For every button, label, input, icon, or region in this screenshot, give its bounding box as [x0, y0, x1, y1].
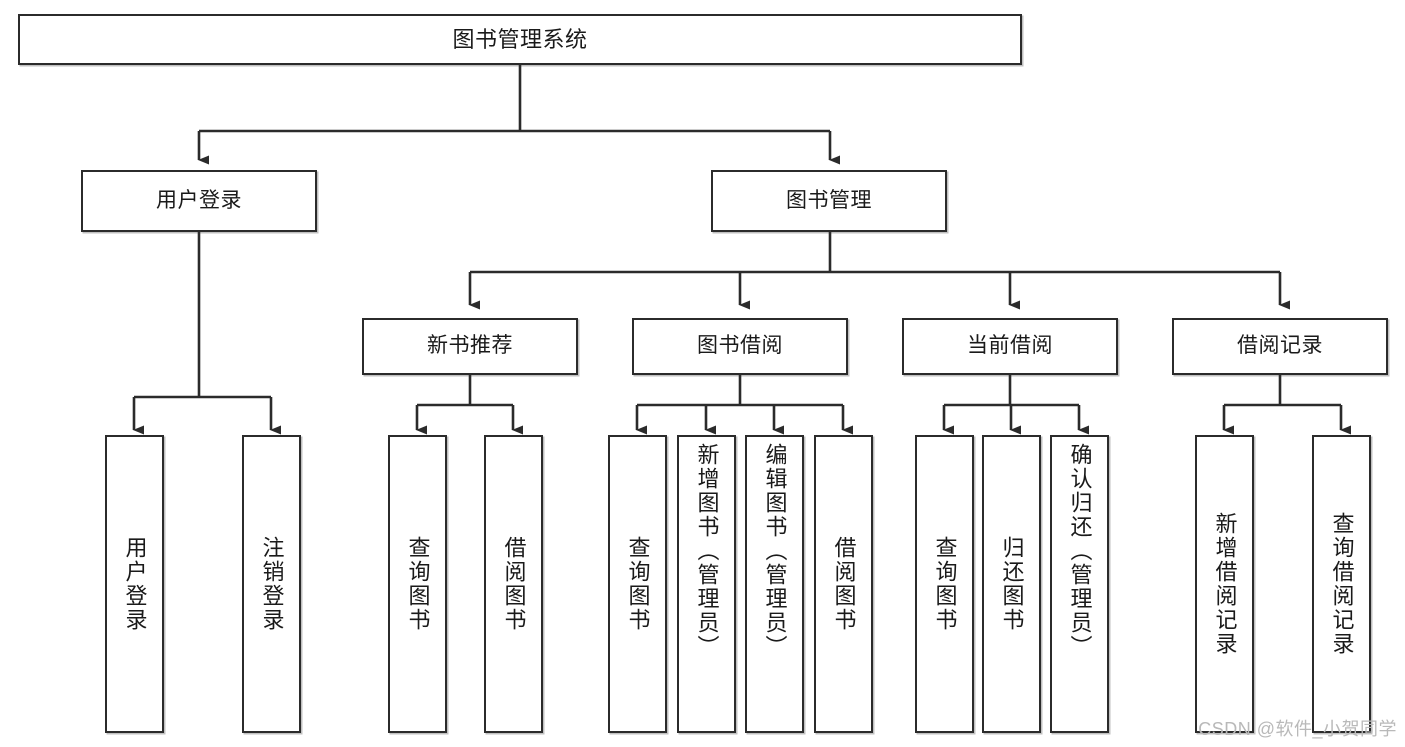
node-label: 图书借阅	[697, 334, 783, 358]
node-label: 查询借阅记录	[1329, 512, 1355, 656]
node-label: 新书推荐	[427, 334, 513, 358]
watermark: CSDN @软件_小贺同学	[1198, 719, 1397, 739]
leaf-query-books-current[interactable]: 查询图书	[915, 435, 974, 733]
node-label: 确认归还（管理员）	[1067, 443, 1093, 659]
leaf-add-book-admin[interactable]: 新增图书（管理员）	[677, 435, 736, 733]
leaf-return-books[interactable]: 归还图书	[982, 435, 1041, 733]
leaf-confirm-return-admin[interactable]: 确认归还（管理员）	[1050, 435, 1109, 733]
node-label: 图书管理系统	[452, 26, 588, 52]
node-borrow-records[interactable]: 借阅记录	[1172, 318, 1388, 375]
leaf-borrow-books[interactable]: 借阅图书	[814, 435, 873, 733]
node-label: 用户登录	[122, 536, 148, 632]
node-root-system[interactable]: 图书管理系统	[18, 14, 1022, 65]
node-label: 注销登录	[259, 536, 285, 632]
leaf-edit-book-admin[interactable]: 编辑图书（管理员）	[745, 435, 804, 733]
node-label: 图书管理	[786, 188, 872, 212]
leaf-query-borrow-record[interactable]: 查询借阅记录	[1312, 435, 1371, 733]
node-label: 借阅记录	[1237, 334, 1323, 358]
leaf-query-books-recommend[interactable]: 查询图书	[388, 435, 447, 733]
node-label: 查询图书	[625, 536, 651, 632]
leaf-user-login[interactable]: 用户登录	[105, 435, 164, 733]
node-label: 查询图书	[932, 536, 958, 632]
node-label: 新增借阅记录	[1212, 512, 1238, 656]
node-label: 归还图书	[999, 536, 1025, 632]
node-label: 借阅图书	[831, 536, 857, 632]
node-label: 借阅图书	[501, 536, 527, 632]
node-new-book-recommendation[interactable]: 新书推荐	[362, 318, 578, 375]
node-label: 用户登录	[156, 188, 242, 212]
node-label: 编辑图书（管理员）	[762, 443, 788, 659]
leaf-add-borrow-record[interactable]: 新增借阅记录	[1195, 435, 1254, 733]
node-current-borrowing[interactable]: 当前借阅	[902, 318, 1118, 375]
leaf-borrow-books-recommend[interactable]: 借阅图书	[484, 435, 543, 733]
node-book-borrowing[interactable]: 图书借阅	[632, 318, 848, 375]
leaf-query-books-borrow[interactable]: 查询图书	[608, 435, 667, 733]
node-label: 当前借阅	[967, 334, 1053, 358]
node-label: 查询图书	[405, 536, 431, 632]
node-book-management[interactable]: 图书管理	[711, 170, 947, 232]
node-user-login[interactable]: 用户登录	[81, 170, 317, 232]
node-label: 新增图书（管理员）	[694, 443, 720, 659]
leaf-logout[interactable]: 注销登录	[242, 435, 301, 733]
